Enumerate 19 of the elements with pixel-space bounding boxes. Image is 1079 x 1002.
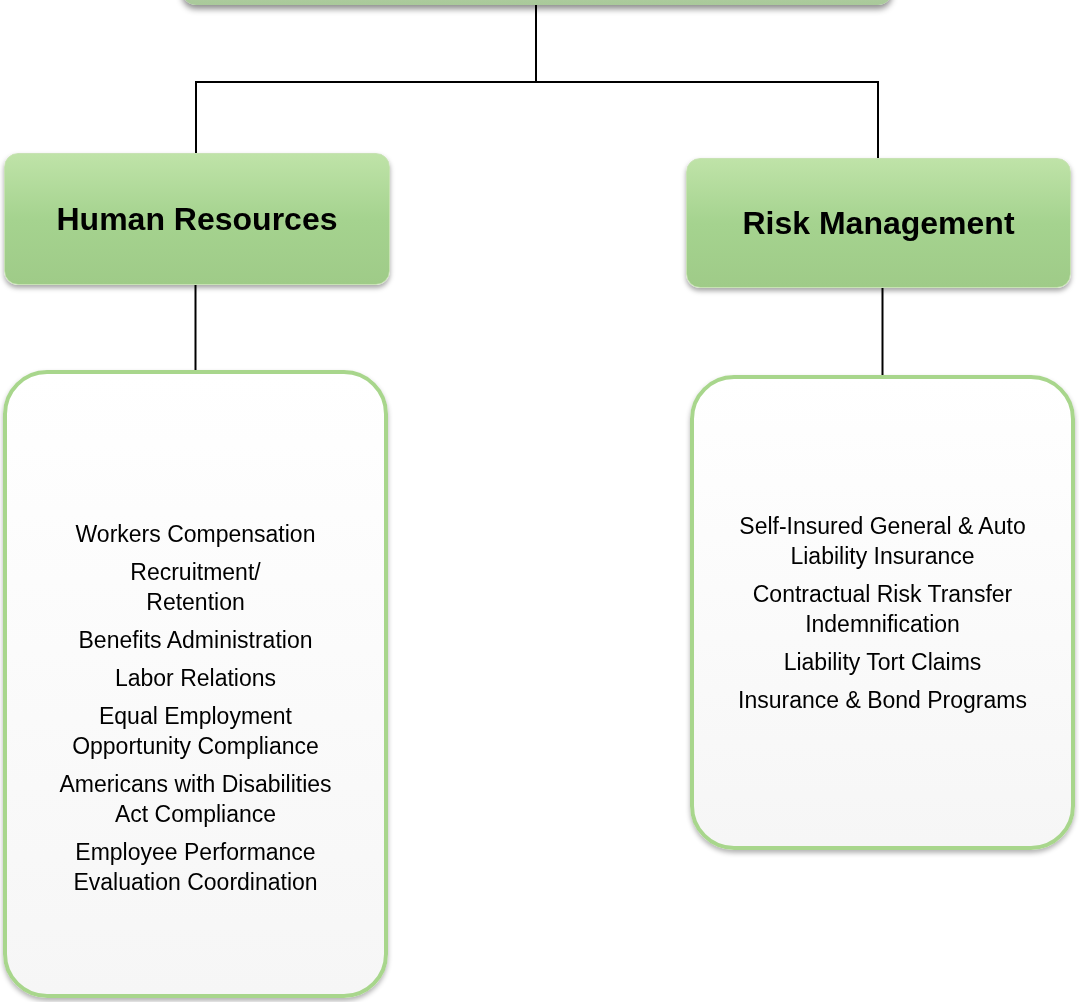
duty-text: Labor Relations <box>114 664 277 693</box>
duty-text: Insurance & Bond Programs <box>738 685 1027 715</box>
department-title: Risk Management <box>742 204 1015 243</box>
department-title: Human Resources <box>56 200 338 239</box>
duties-box <box>3 370 388 998</box>
department-box <box>686 158 1071 288</box>
connector-line <box>881 287 884 376</box>
duty-text: Americans with Disabilities Act Compliance <box>58 770 333 829</box>
duties-box <box>690 375 1075 850</box>
duty-text: Liability Tort Claims <box>783 647 982 677</box>
duty-text: Self-Insured General & Auto Liability Insurance <box>738 511 1027 571</box>
duty-text: Employee Performance Evaluation Coordination <box>72 838 319 897</box>
duty-text: Recruitment/ Retention <box>129 558 262 617</box>
department-box <box>4 153 390 285</box>
connector-line <box>194 284 197 371</box>
duty-text: Contractual Risk Transfer Indemnification <box>751 579 1014 639</box>
duty-text: Equal Employment Opportunity Compliance <box>71 702 320 761</box>
duty-text: Workers Compensation <box>75 520 316 549</box>
duty-text: Benefits Administration <box>78 626 313 655</box>
